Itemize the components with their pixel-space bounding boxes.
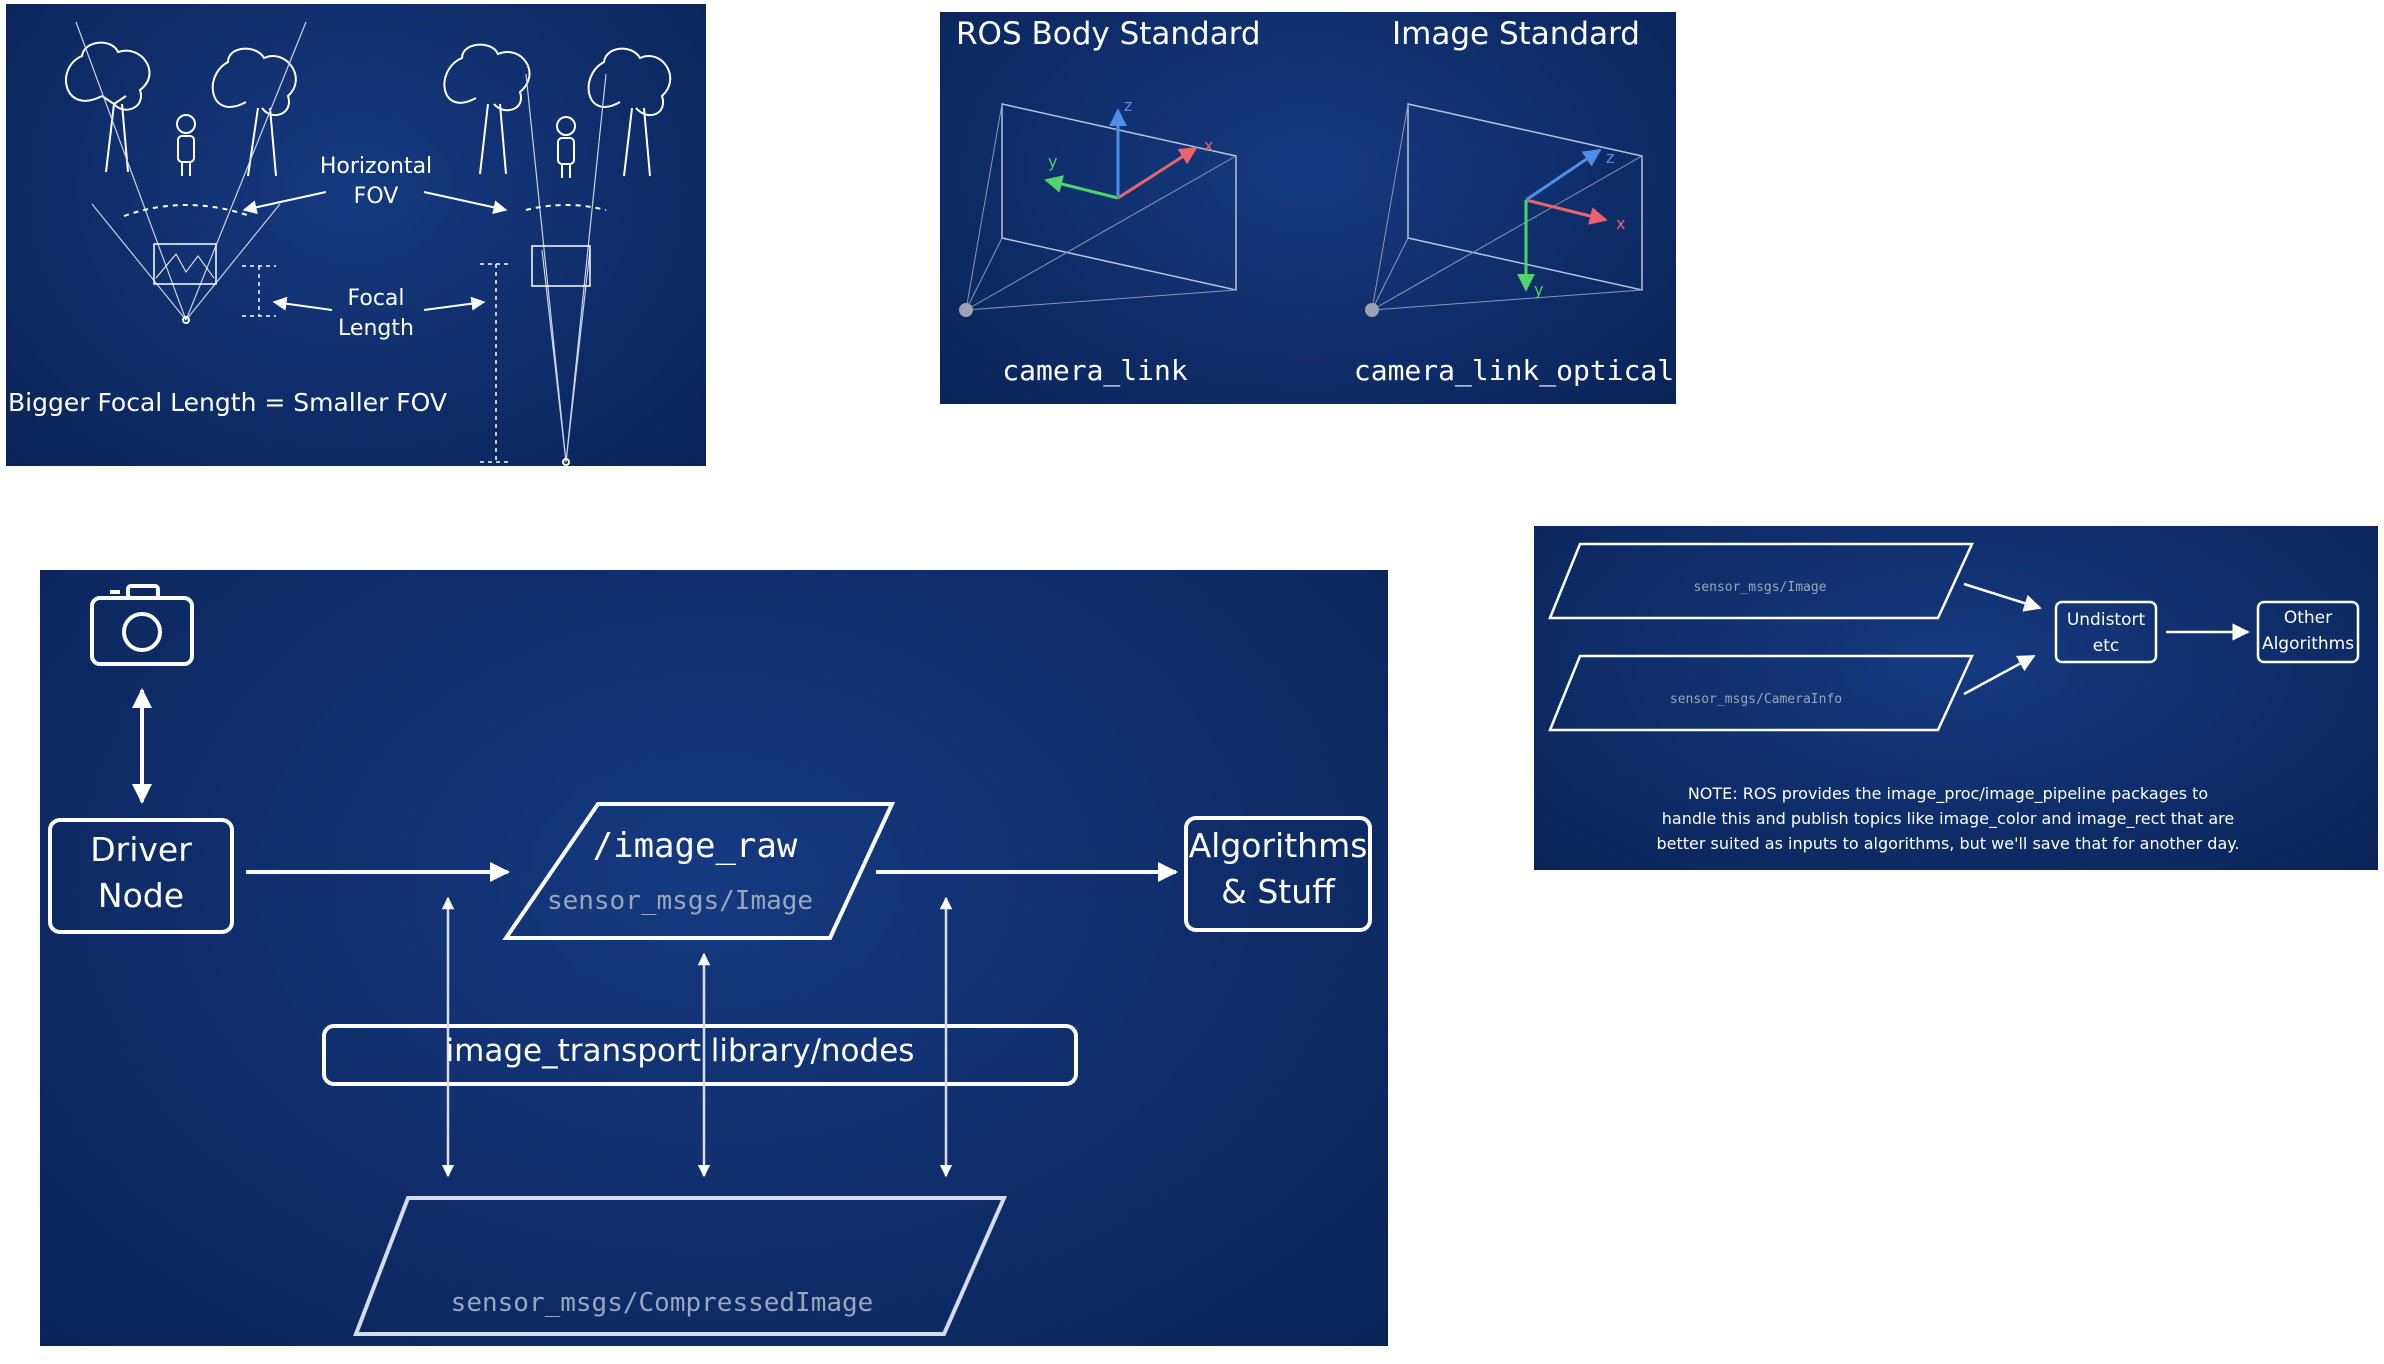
algorithms-label-2: & Stuff [1221, 872, 1335, 911]
rectification-panel: sensor_msgs/Image sensor_msgs/CameraInfo… [1534, 526, 2378, 870]
image-pipeline-drawing [48, 584, 1372, 1336]
tree-icon [587, 47, 672, 177]
compressed-image-type-label: sensor_msgs/CompressedImage [450, 1288, 874, 1318]
frame-standards-drawing [959, 103, 1643, 317]
other-algorithms-label-2: Algorithms [2261, 634, 2355, 654]
horizontal-fov-label-1: Horizontal [319, 154, 433, 179]
driver-node-label-2: Node [97, 876, 185, 915]
camerainfo-topic-shape [1548, 654, 1974, 732]
camera-icon [90, 584, 194, 666]
fov-diagram-drawing [65, 21, 672, 466]
focal-length-label-2: Length [338, 316, 414, 341]
undistort-label-2: etc [2092, 636, 2120, 656]
right-axis-y-label: y [1534, 280, 1544, 299]
other-algorithms-box [2256, 600, 2360, 664]
note-line-1: NOTE: ROS provides the image_proc/image_… [1687, 784, 2209, 803]
camerainfo-topic-label: sensor_msgs/CameraInfo [1669, 692, 1843, 707]
left-axis-z-label: z [1124, 96, 1133, 115]
left-axis-x-label: x [1204, 136, 1214, 155]
right-axis-z-label: z [1606, 148, 1615, 167]
undistort-box [2054, 600, 2158, 664]
note-line-3: better suited as inputs to algorithms, b… [1656, 834, 2240, 853]
person-icon [556, 116, 576, 178]
frame-standards-panel: ROS Body Standard Image Standard x y z x… [940, 12, 1676, 404]
note-line-2: handle this and publish topics like imag… [1661, 809, 2235, 828]
image-topic-shape [1548, 542, 1974, 620]
focal-length-label-1: Focal [347, 286, 405, 311]
algorithms-label-1: Algorithms [1188, 826, 1368, 865]
image-topic-label: sensor_msgs/Image [1693, 580, 1827, 595]
fov-caption: Bigger Focal Length = Smaller FOV [8, 388, 448, 417]
other-algorithms-label-1: Other [2283, 608, 2333, 628]
tree-icon [443, 43, 531, 175]
person-icon [176, 114, 196, 176]
image-standard-title: Image Standard [1392, 16, 1640, 52]
tree-icon [211, 47, 297, 177]
horizontal-fov-label-2: FOV [353, 184, 399, 209]
left-axis-y-label: y [1048, 152, 1058, 171]
image-raw-topic-label: /image_raw [592, 826, 798, 866]
driver-node-label-1: Driver [90, 830, 192, 869]
driver-node-box [48, 818, 234, 934]
algorithms-box [1184, 816, 1372, 932]
ros-body-standard-title: ROS Body Standard [956, 16, 1261, 52]
right-axis-x-label: x [1616, 214, 1626, 233]
image-pipeline-panel: Driver Node /image_raw sensor_msgs/Image… [40, 570, 1388, 1346]
camera-link-label: camera_link [1002, 354, 1188, 387]
compressed-image-shape [353, 1196, 1008, 1336]
camera-link-optical-label: camera_link_optical [1353, 354, 1675, 387]
image-raw-topic-shape [502, 802, 896, 940]
image-raw-type-label: sensor_msgs/Image [546, 886, 814, 916]
fov-diagram-panel: Horizontal FOV Focal Length Bigger Focal… [6, 4, 706, 466]
undistort-label-1: Undistort [2066, 610, 2146, 630]
image-transport-label: image_transport library/nodes [445, 1033, 915, 1069]
rectification-drawing [1548, 542, 2360, 732]
